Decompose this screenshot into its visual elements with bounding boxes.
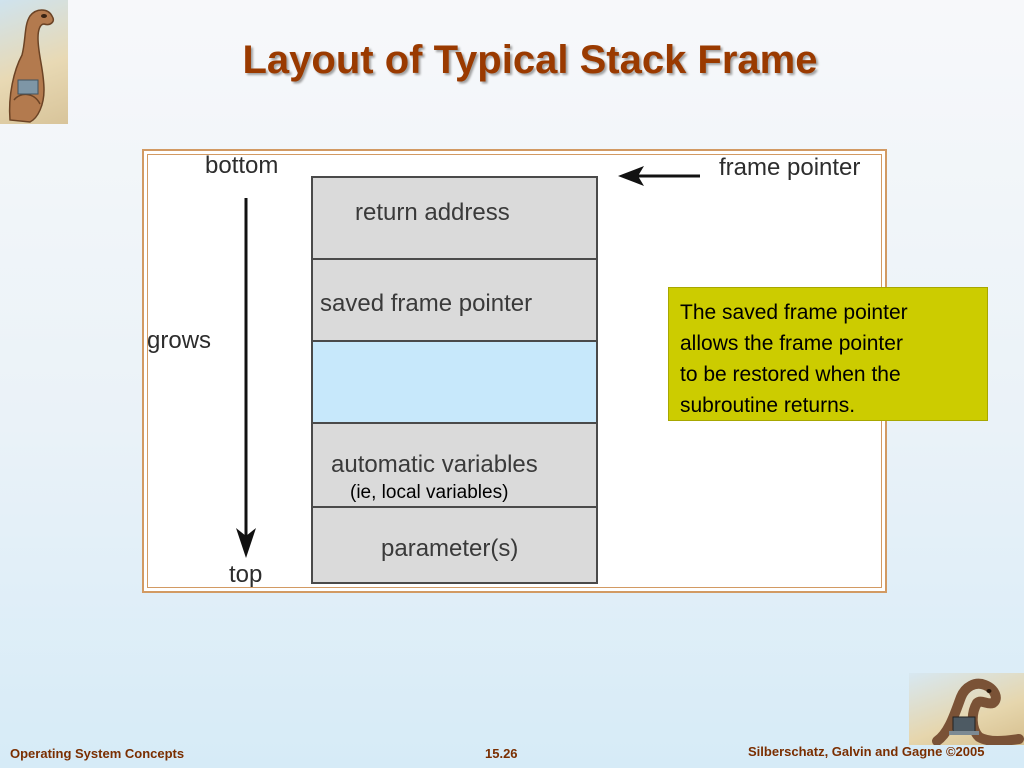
label-bottom: bottom <box>205 152 279 179</box>
box-label-automatic-variables: automatic variables <box>331 451 538 478</box>
note-line: to be restored when the <box>680 363 901 386</box>
label-top: top <box>229 561 263 588</box>
note-callout: The saved frame pointer allows the frame… <box>668 287 988 421</box>
stack-box-parameters <box>311 506 598 584</box>
footer-copyright: Silberschatz, Galvin and Gagne ©2005 <box>748 744 985 759</box>
note-line: The saved frame pointer <box>680 301 908 324</box>
footer-slide-number: 15.26 <box>485 746 518 761</box>
stack-box-saved-frame-pointer <box>311 258 598 342</box>
label-grows: grows <box>147 327 212 354</box>
stack-box-blank <box>311 340 598 424</box>
box-label-return-address: return address <box>355 199 510 226</box>
footer-course-title: Operating System Concepts <box>10 746 185 761</box>
note-line: allows the frame pointer <box>680 332 903 355</box>
label-frame-pointer: frame pointer <box>719 154 861 181</box>
automatic-variables-note: (ie, local variables) <box>350 482 509 503</box>
grows-arrowhead-icon <box>236 528 256 558</box>
box-label-parameters: parameter(s) <box>381 535 519 562</box>
page-title: Layout of Typical Stack Frame <box>242 38 818 82</box>
stack-box-return-address <box>311 176 598 260</box>
note-line: subroutine returns. <box>680 394 856 417</box>
dinosaur-logo-icon <box>0 0 68 124</box>
dinosaur-laptop-icon <box>909 673 1024 746</box>
box-label-saved-frame-pointer: saved frame pointer <box>320 290 533 317</box>
frame-pointer-arrowhead-icon <box>618 166 644 186</box>
